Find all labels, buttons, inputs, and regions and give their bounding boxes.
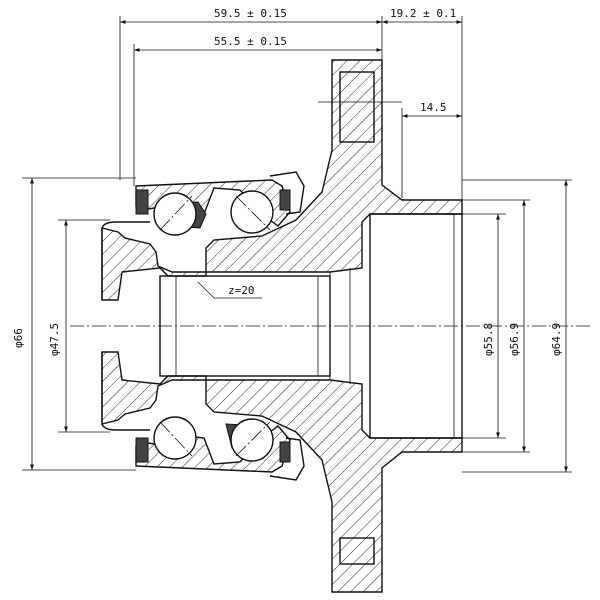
inner-ring-upper (101, 221, 150, 300)
hub-flange-upper (101, 59, 463, 301)
ball-upper-left (153, 192, 197, 236)
dim-label-59-5: 59.5 ± 0.15 (214, 7, 287, 20)
seal-left-lower (135, 437, 149, 463)
dim-label-66: φ66 (12, 328, 25, 348)
dim-label-19-2: 19.2 ± 0.1 (390, 7, 456, 20)
dim-label-55-5: 55.5 ± 0.15 (214, 35, 287, 48)
spline-teeth-label: z=20 (228, 284, 255, 297)
dim-label-56-9: φ56.9 (508, 323, 521, 356)
seal-right-upper (269, 171, 305, 215)
seal-left-upper (135, 189, 149, 215)
seal-right-lower (269, 437, 305, 481)
hub-flange-lower (101, 351, 463, 593)
dim-label-47-5: φ47.5 (48, 323, 61, 356)
bolt-hole-lower (339, 537, 375, 565)
pilot-bore (369, 213, 463, 439)
dim-label-64-9: φ64.9 (550, 323, 563, 356)
inner-ring-lower (101, 352, 150, 431)
bolt-hole-upper (339, 71, 375, 143)
dim-label-55-8: φ55.8 (482, 323, 495, 356)
dim-label-14-5: 14.5 (420, 101, 447, 114)
ball-lower-left (153, 416, 197, 460)
